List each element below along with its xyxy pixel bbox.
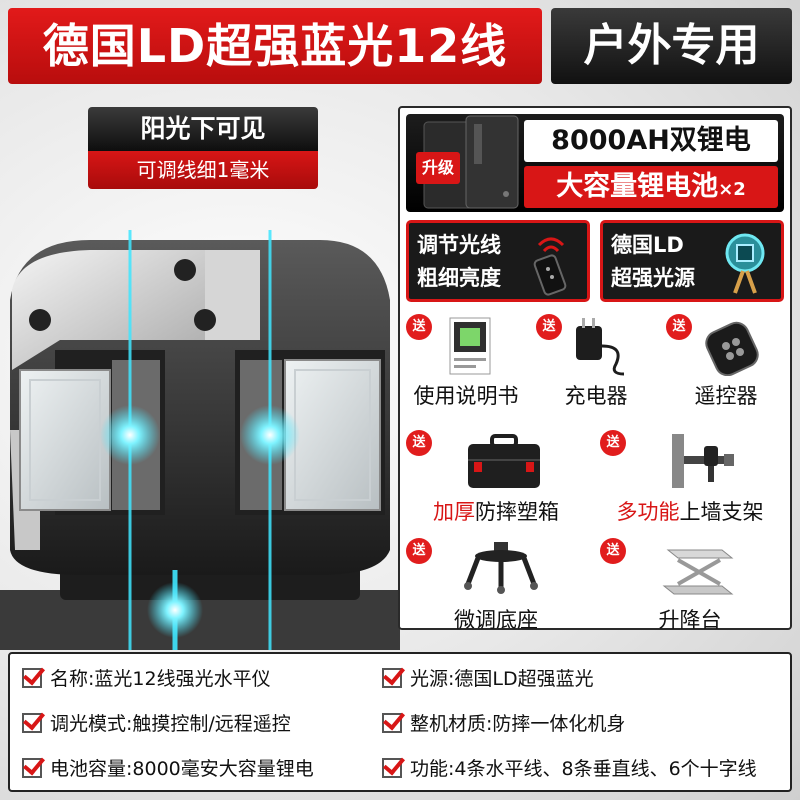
spec-battery: 电池容量:8000毫安大容量锂电 bbox=[22, 754, 314, 784]
gift-label: 使用说明书 bbox=[413, 384, 519, 408]
charger-icon bbox=[576, 318, 625, 376]
sunlight-subtitle: 可调线细1毫米 bbox=[88, 151, 318, 189]
headline-banner: 德国LD超强蓝光12线 bbox=[8, 8, 542, 84]
gift-case: 送 加厚防摔塑箱 bbox=[406, 430, 586, 534]
upgrade-badge: 升级 bbox=[416, 152, 460, 184]
feature-text: 德国LD 超强光源 bbox=[611, 229, 721, 295]
spec-label: 整机材质: bbox=[410, 713, 493, 735]
feature-ld-light-source: 德国LD 超强光源 bbox=[600, 220, 784, 302]
lift-platform-icon bbox=[662, 549, 734, 595]
spec-label: 调光模式: bbox=[50, 713, 133, 735]
remote-signal-icon bbox=[533, 237, 567, 296]
laser-diode-icon bbox=[725, 233, 765, 294]
checkmark-icon bbox=[22, 713, 42, 733]
manual-icon bbox=[449, 317, 491, 375]
gift-badge: 送 bbox=[600, 538, 626, 564]
battery-banner: 升级 8000AH双锂电 大容量锂电池×2 bbox=[406, 114, 784, 212]
carry-case-icon bbox=[468, 434, 540, 488]
battery-description: 大容量锂电池×2 bbox=[524, 166, 778, 208]
spec-value: 8000毫安大容量锂电 bbox=[132, 758, 314, 780]
gift-badge: 送 bbox=[406, 314, 432, 340]
spec-label: 电池容量: bbox=[50, 758, 133, 780]
spec-list: 名称:蓝光12线强光水平仪 光源:德国LD超强蓝光 调光模式:触摸控制/远程遥控… bbox=[8, 652, 792, 792]
gift-label: 加厚防摔塑箱 bbox=[406, 496, 586, 526]
battery-capacity: 8000AH双锂电 bbox=[524, 120, 778, 162]
gift-remote: 送 遥控器 bbox=[666, 314, 786, 418]
spec-label: 功能: bbox=[410, 758, 455, 780]
spec-material: 整机材质:防摔一体化机身 bbox=[382, 709, 625, 739]
feature-line: 德国LD bbox=[611, 233, 684, 257]
spec-light-source: 光源:德国LD超强蓝光 bbox=[382, 664, 594, 694]
spec-value: 4条水平线、8条垂直线、6个十字线 bbox=[454, 758, 757, 780]
gift-manual: 送 使用说明书 bbox=[406, 314, 526, 418]
spec-name: 名称:蓝光12线强光水平仪 bbox=[22, 664, 271, 694]
laser-level-device bbox=[0, 230, 400, 650]
gift-badge: 送 bbox=[406, 430, 432, 456]
gift-charger: 送 充电器 bbox=[536, 314, 656, 418]
outdoor-tag: 户外专用 bbox=[551, 8, 792, 84]
sunlight-badge: 阳光下可见 可调线细1毫米 bbox=[88, 107, 318, 189]
spec-label: 名称: bbox=[50, 668, 95, 690]
spec-dimming-mode: 调光模式:触摸控制/远程遥控 bbox=[22, 709, 291, 739]
feature-line: 超强光源 bbox=[611, 266, 695, 290]
spec-value: 蓝光12线强光水平仪 bbox=[94, 668, 271, 690]
gift-wall-bracket: 送 多功能上墙支架 bbox=[600, 430, 780, 534]
gift-label: 充电器 bbox=[564, 384, 628, 408]
gift-label-highlight: 加厚 bbox=[433, 500, 475, 524]
gift-badge: 送 bbox=[600, 430, 626, 456]
gift-label: 多功能上墙支架 bbox=[600, 496, 780, 526]
sunlight-title: 阳光下可见 bbox=[88, 107, 318, 151]
feature-line: 调节光线 bbox=[417, 233, 501, 257]
checkmark-icon bbox=[22, 758, 42, 778]
feature-adjust-brightness: 调节光线 粗细亮度 bbox=[406, 220, 590, 302]
gift-badge: 送 bbox=[666, 314, 692, 340]
checkmark-icon bbox=[22, 668, 42, 688]
feature-line: 粗细亮度 bbox=[417, 266, 501, 290]
gift-label: 升降台 bbox=[658, 608, 722, 632]
checkmark-icon bbox=[382, 668, 402, 688]
accessory-panel: 升级 8000AH双锂电 大容量锂电池×2 调节光线 粗细亮度 德国LD 超强光… bbox=[398, 106, 792, 632]
gift-label-text: 防摔塑箱 bbox=[475, 500, 559, 524]
spec-value: 触摸控制/远程遥控 bbox=[132, 713, 291, 735]
remote-control-icon bbox=[705, 321, 759, 376]
gift-label: 微调底座 bbox=[454, 608, 538, 632]
gift-base: 送 微调底座 bbox=[406, 538, 586, 642]
gift-label: 遥控器 bbox=[694, 384, 758, 408]
spec-function: 功能:4条水平线、8条垂直线、6个十字线 bbox=[382, 754, 757, 784]
spec-label: 光源: bbox=[410, 668, 455, 690]
gift-label-highlight: 多功能 bbox=[616, 500, 680, 524]
checkmark-icon bbox=[382, 713, 402, 733]
gift-lift-platform: 送 升降台 bbox=[600, 538, 780, 642]
gift-badge: 送 bbox=[536, 314, 562, 340]
checkmark-icon bbox=[382, 758, 402, 778]
wall-bracket-icon bbox=[672, 434, 734, 488]
battery-multiplier: ×2 bbox=[718, 179, 746, 200]
spec-value: 防摔一体化机身 bbox=[492, 713, 626, 735]
adjustable-base-icon bbox=[464, 542, 538, 594]
spec-value: 德国LD超强蓝光 bbox=[454, 668, 594, 690]
gift-badge: 送 bbox=[406, 538, 432, 564]
gift-label-text: 上墙支架 bbox=[679, 500, 764, 524]
feature-text: 调节光线 粗细亮度 bbox=[417, 229, 527, 295]
battery-description-text: 大容量锂电池 bbox=[556, 171, 719, 202]
